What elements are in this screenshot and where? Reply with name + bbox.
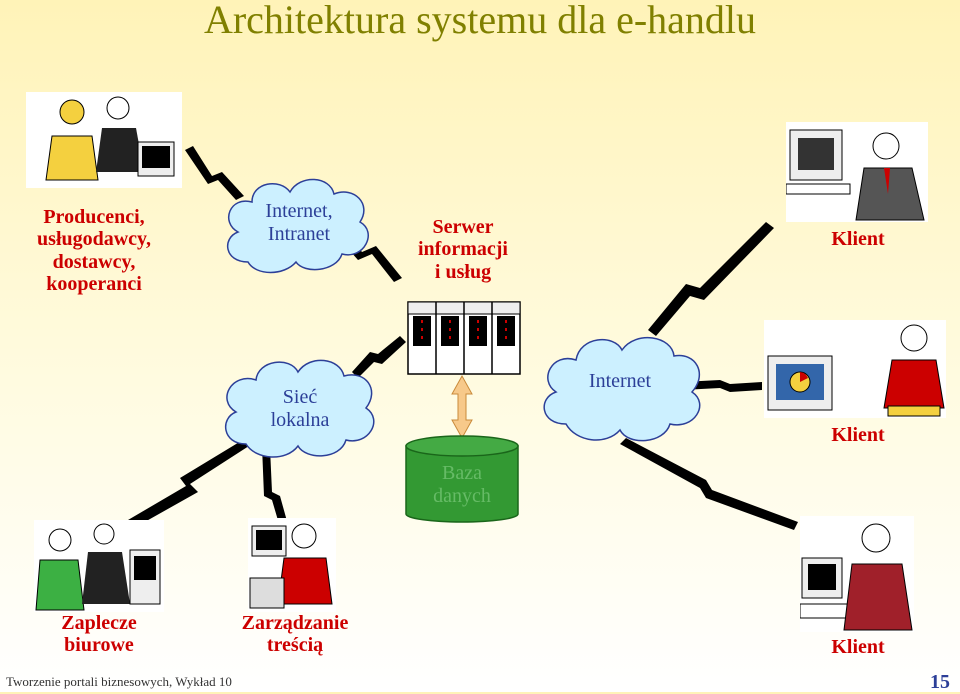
back-office-line1: Zaplecze xyxy=(61,612,137,634)
back-office-people-image xyxy=(34,520,164,612)
content-management-line2: treścią xyxy=(266,634,324,657)
server-icon xyxy=(407,301,521,375)
client1-person-image xyxy=(786,122,928,222)
client2-person-image xyxy=(764,320,946,418)
producers-line2: usługodawcy, xyxy=(37,228,151,251)
client3-person-image xyxy=(800,516,914,632)
cloud-lan-line2: lokalna xyxy=(270,409,330,431)
producers-line1: Producenci, xyxy=(43,206,145,228)
server-label: Serwer informacji i usług xyxy=(398,216,528,283)
link-internet-client2 xyxy=(682,380,762,392)
producers-people-image xyxy=(26,92,182,188)
footer-page-number: 15 xyxy=(930,671,950,693)
server-line2: informacji xyxy=(418,238,508,261)
cloud-internet-shape xyxy=(543,336,701,442)
server-line1: Serwer xyxy=(432,216,494,238)
server-line3: i usług xyxy=(434,260,492,283)
client3-label: Klient xyxy=(831,636,885,658)
cloud-lan-label: Sieć lokalna xyxy=(240,386,360,432)
cloud-intranet-line2: Intranet xyxy=(267,223,331,245)
database-label: Baza danych xyxy=(406,462,518,508)
producers-line3: dostawcy, xyxy=(52,250,136,273)
client2-label: Klient xyxy=(831,424,885,446)
content-management-person-image xyxy=(248,518,336,612)
server-database-arrow xyxy=(451,374,473,440)
database-icon xyxy=(405,435,519,523)
footer-course: Tworzenie portali biznesowych, Wykład 10 xyxy=(6,674,232,689)
link-internet-client1 xyxy=(648,222,774,336)
database-line1: Baza xyxy=(442,462,482,484)
cloud-intranet-label: Internet, Intranet xyxy=(244,200,354,246)
link-producers-intranet xyxy=(185,146,244,200)
content-management-line1: Zarządzanie xyxy=(241,612,349,634)
page-title: Architektura systemu dla e-handlu xyxy=(203,0,757,42)
producers-label: Producenci, usługodawcy, dostawcy, koope… xyxy=(24,206,164,296)
client1-label: Klient xyxy=(831,228,885,250)
cloud-lan-shape xyxy=(224,359,375,458)
content-management-label: Zarządzanie treścią xyxy=(220,612,370,657)
back-office-line2: biurowe xyxy=(64,634,134,657)
link-internet-client3 xyxy=(620,438,798,530)
link-lan-backoffice xyxy=(128,438,252,528)
cloud-lan-line1: Sieć xyxy=(282,386,318,408)
cloud-intranet-shape xyxy=(226,178,369,274)
producers-line4: kooperanci xyxy=(46,273,142,296)
database-line2: danych xyxy=(433,485,491,507)
cloud-internet-label: Internet xyxy=(588,370,652,392)
link-lan-server xyxy=(352,336,406,378)
back-office-label: Zaplecze biurowe xyxy=(36,612,162,657)
link-lan-content xyxy=(262,446,290,534)
cloud-intranet-line1: Internet, xyxy=(265,200,333,222)
